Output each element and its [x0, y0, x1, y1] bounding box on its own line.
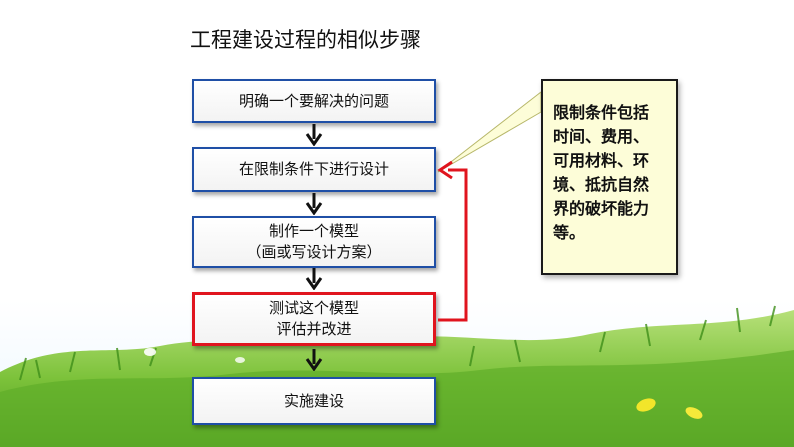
page-title: 工程建设过程的相似步骤: [190, 28, 421, 52]
step-make-model: 制作一个模型 （画或写设计方案）: [192, 216, 436, 268]
step-label: 明确一个要解决的问题: [238, 91, 389, 110]
note-line: 时间、费用、: [553, 127, 650, 146]
step-implement: 实施建设: [192, 377, 436, 425]
down-arrow-icon: [305, 349, 323, 371]
down-arrow-icon: [305, 124, 323, 146]
step-sublabel: 评估并改进: [276, 320, 352, 338]
note-line: 等。: [553, 223, 586, 242]
step-label: 制作一个模型: [268, 222, 359, 240]
note-line: 可用材料、环: [553, 151, 650, 170]
step-sublabel: （画或写设计方案）: [246, 243, 382, 261]
step-test-evaluate: 测试这个模型 评估并改进: [192, 292, 436, 346]
down-arrow-icon: [305, 193, 323, 215]
down-arrow-icon: [305, 268, 323, 290]
note-line: 境、抵抗自然: [553, 175, 650, 194]
constraints-note: 限制条件包括 时间、费用、 可用材料、环 境、抵抗自然 界的破坏能力 等。: [541, 79, 678, 275]
note-line: 界的破坏能力: [553, 199, 650, 218]
step-label: 实施建设: [283, 391, 344, 410]
note-line: 限制条件包括: [553, 103, 650, 122]
step-define-problem: 明确一个要解决的问题: [192, 79, 436, 123]
step-label: 在限制条件下进行设计: [238, 160, 389, 178]
step-design-under-constraints: 在限制条件下进行设计: [192, 147, 436, 192]
step-label: 测试这个模型: [268, 299, 359, 317]
